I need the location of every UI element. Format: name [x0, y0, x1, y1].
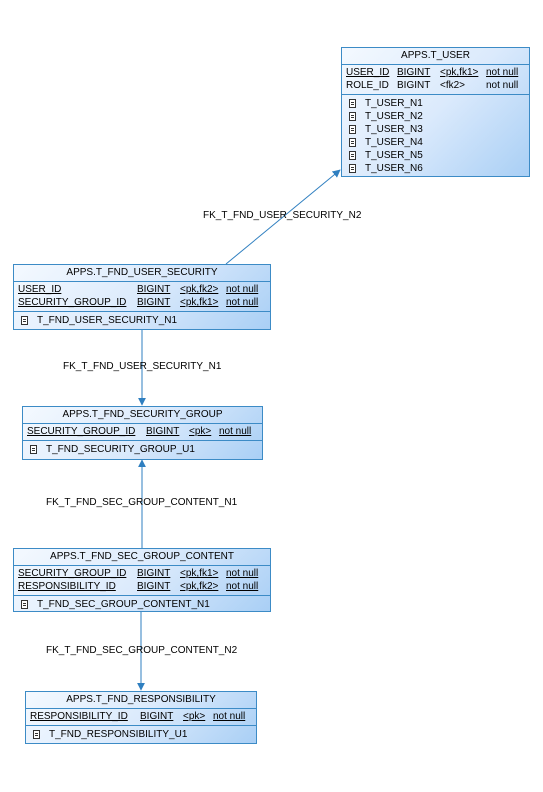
index-label: T_FND_SECURITY_GROUP_U1	[46, 444, 195, 455]
index-icon	[30, 445, 37, 454]
entity-title: APPS.T_USER	[342, 48, 529, 65]
index-list: T_FND_SECURITY_GROUP_U1	[23, 441, 262, 458]
index-row[interactable]: T_USER_N6	[342, 162, 529, 175]
index-row[interactable]: T_USER_N5	[342, 149, 529, 162]
column-list: USER_ID BIGINT <pk,fk2> not null SECURIT…	[14, 282, 270, 312]
column-null: not null	[226, 581, 259, 592]
index-icon	[349, 112, 356, 121]
column-key: <fk2>	[440, 80, 466, 91]
index-label: T_USER_N5	[365, 150, 423, 161]
index-row[interactable]: T_USER_N2	[342, 110, 529, 123]
column-type: BIGINT	[397, 67, 431, 78]
index-icon	[349, 138, 356, 147]
index-label: T_USER_N1	[365, 98, 423, 109]
index-icon	[21, 316, 28, 325]
index-icon	[349, 151, 356, 160]
relationship-label-sec-group-content-n1: FK_T_FND_SEC_GROUP_CONTENT_N1	[46, 497, 238, 508]
relationship-label-user-security-n2: FK_T_FND_USER_SECURITY_N2	[203, 210, 362, 221]
entity-t-user[interactable]: APPS.T_USER USER_ID BIGINT <pk,fk1> not …	[341, 47, 530, 177]
column-row[interactable]: RESPONSIBILITY_ID BIGINT <pk> not null	[26, 710, 256, 723]
column-row[interactable]: RESPONSIBILITY_ID BIGINT <pk,fk2> not nu…	[14, 580, 270, 593]
index-row[interactable]: T_FND_SECURITY_GROUP_U1	[23, 443, 262, 456]
entity-title: APPS.T_FND_USER_SECURITY	[14, 265, 270, 282]
index-label: T_FND_RESPONSIBILITY_U1	[49, 729, 188, 740]
index-label: T_USER_N6	[365, 163, 423, 174]
index-icon	[349, 164, 356, 173]
index-label: T_USER_N3	[365, 124, 423, 135]
column-null: not null	[486, 80, 519, 91]
entity-security-group[interactable]: APPS.T_FND_SECURITY_GROUP SECURITY_GROUP…	[22, 406, 263, 460]
relationship-label-sec-group-content-n2: FK_T_FND_SEC_GROUP_CONTENT_N2	[46, 645, 238, 656]
column-row[interactable]: SECURITY_GROUP_ID BIGINT <pk,fk1> not nu…	[14, 296, 270, 309]
index-list: T_FND_RESPONSIBILITY_U1	[26, 726, 256, 743]
column-type: BIGINT	[137, 568, 171, 579]
index-list: T_FND_USER_SECURITY_N1	[14, 312, 270, 329]
index-list: T_FND_SEC_GROUP_CONTENT_N1	[14, 596, 270, 613]
index-row[interactable]: T_USER_N4	[342, 136, 529, 149]
column-key: <pk,fk1>	[180, 297, 219, 308]
column-row[interactable]: USER_ID BIGINT <pk,fk2> not null	[14, 283, 270, 296]
column-type: BIGINT	[137, 297, 171, 308]
entity-title: APPS.T_FND_SECURITY_GROUP	[23, 407, 262, 424]
entity-sec-group-content[interactable]: APPS.T_FND_SEC_GROUP_CONTENT SECURITY_GR…	[13, 548, 271, 612]
column-name: SECURITY_GROUP_ID	[18, 297, 127, 308]
index-label: T_USER_N2	[365, 111, 423, 122]
index-icon	[21, 600, 28, 609]
entity-title: APPS.T_FND_SEC_GROUP_CONTENT	[14, 549, 270, 566]
index-label: T_USER_N4	[365, 137, 423, 148]
entity-title: APPS.T_FND_RESPONSIBILITY	[26, 692, 256, 709]
column-row[interactable]: SECURITY_GROUP_ID BIGINT <pk,fk1> not nu…	[14, 567, 270, 580]
index-icon	[33, 730, 40, 739]
column-name: ROLE_ID	[346, 80, 389, 91]
index-list: T_USER_N1 T_USER_N2 T_USER_N3 T_USER_N4 …	[342, 95, 529, 177]
column-name: SECURITY_GROUP_ID	[18, 568, 127, 579]
column-null: not null	[486, 67, 519, 78]
index-row[interactable]: T_FND_SEC_GROUP_CONTENT_N1	[14, 598, 270, 611]
column-key: <pk>	[183, 711, 206, 722]
index-row[interactable]: T_FND_RESPONSIBILITY_U1	[26, 728, 256, 741]
column-null: not null	[226, 297, 259, 308]
relationship-line-user-security-n2[interactable]	[225, 169, 341, 265]
column-row[interactable]: SECURITY_GROUP_ID BIGINT <pk> not null	[23, 425, 262, 438]
column-null: not null	[213, 711, 246, 722]
index-row[interactable]: T_USER_N1	[342, 97, 529, 110]
relationship-label-user-security-n1: FK_T_FND_USER_SECURITY_N1	[63, 361, 222, 372]
column-type: BIGINT	[137, 581, 171, 592]
column-type: BIGINT	[140, 711, 174, 722]
column-list: RESPONSIBILITY_ID BIGINT <pk> not null	[26, 709, 256, 726]
column-type: BIGINT	[397, 80, 431, 91]
column-name: RESPONSIBILITY_ID	[30, 711, 128, 722]
column-row[interactable]: USER_ID BIGINT <pk,fk1> not null	[342, 66, 529, 79]
column-null: not null	[219, 426, 252, 437]
column-list: USER_ID BIGINT <pk,fk1> not null ROLE_ID…	[342, 65, 529, 95]
column-type: BIGINT	[146, 426, 180, 437]
column-type: BIGINT	[137, 284, 171, 295]
column-key: <pk,fk2>	[180, 581, 219, 592]
index-row[interactable]: T_USER_N3	[342, 123, 529, 136]
index-row[interactable]: T_FND_USER_SECURITY_N1	[14, 314, 270, 327]
index-label: T_FND_USER_SECURITY_N1	[37, 315, 178, 326]
entity-responsibility[interactable]: APPS.T_FND_RESPONSIBILITY RESPONSIBILITY…	[25, 691, 257, 744]
column-list: SECURITY_GROUP_ID BIGINT <pk> not null	[23, 424, 262, 441]
column-key: <pk>	[189, 426, 212, 437]
column-name: USER_ID	[18, 284, 62, 295]
column-key: <pk,fk2>	[180, 284, 219, 295]
column-key: <pk,fk1>	[440, 67, 479, 78]
column-name: RESPONSIBILITY_ID	[18, 581, 116, 592]
column-name: SECURITY_GROUP_ID	[27, 426, 136, 437]
column-row[interactable]: ROLE_ID BIGINT <fk2> not null	[342, 79, 529, 92]
index-label: T_FND_SEC_GROUP_CONTENT_N1	[37, 599, 210, 610]
column-name: USER_ID	[346, 67, 390, 78]
column-list: SECURITY_GROUP_ID BIGINT <pk,fk1> not nu…	[14, 566, 270, 596]
entity-user-security[interactable]: APPS.T_FND_USER_SECURITY USER_ID BIGINT …	[13, 264, 271, 330]
index-icon	[349, 125, 356, 134]
column-null: not null	[226, 284, 259, 295]
column-null: not null	[226, 568, 259, 579]
index-icon	[349, 99, 356, 108]
column-key: <pk,fk1>	[180, 568, 219, 579]
